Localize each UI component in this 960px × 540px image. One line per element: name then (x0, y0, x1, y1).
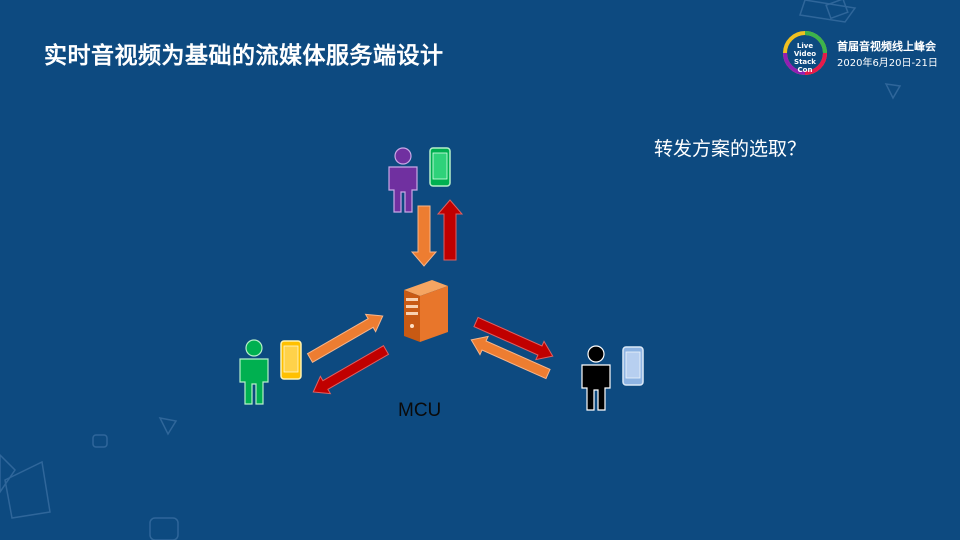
arrow-server-to-left (312, 344, 390, 395)
mcu-label: MCU (398, 400, 442, 421)
arrow-top-down (410, 205, 438, 267)
user-right-phone-icon (622, 346, 644, 386)
logo-line-1: Live Video (793, 42, 817, 58)
mcu-server-icon (404, 280, 448, 342)
slide-title: 实时音视频为基础的流媒体服务端设计 (44, 43, 444, 69)
arrow-right-to-server (470, 335, 551, 380)
user-top-phone-icon (429, 147, 451, 187)
conference-logo (783, 31, 827, 75)
conference-date: 2020年6月20日-21日 (837, 58, 938, 69)
user-top-person-icon (388, 147, 418, 213)
arrow-left-to-server (306, 313, 384, 364)
logo-text: Live Video Stack Con (788, 42, 822, 74)
conference-brand: Live Video Stack Con 首届音视频线上峰会 2020年6月20… (782, 30, 942, 75)
arrow-top-up (436, 199, 464, 261)
logo-line-2: Stack Con (794, 58, 816, 74)
user-right-person-icon (581, 345, 611, 411)
user-left-phone-icon (280, 340, 302, 380)
user-left-person-icon (239, 339, 269, 405)
conference-name: 首届音视频线上峰会 (837, 40, 936, 53)
question-text: 转发方案的选取？ (654, 138, 807, 160)
arrow-server-to-right (473, 316, 554, 361)
